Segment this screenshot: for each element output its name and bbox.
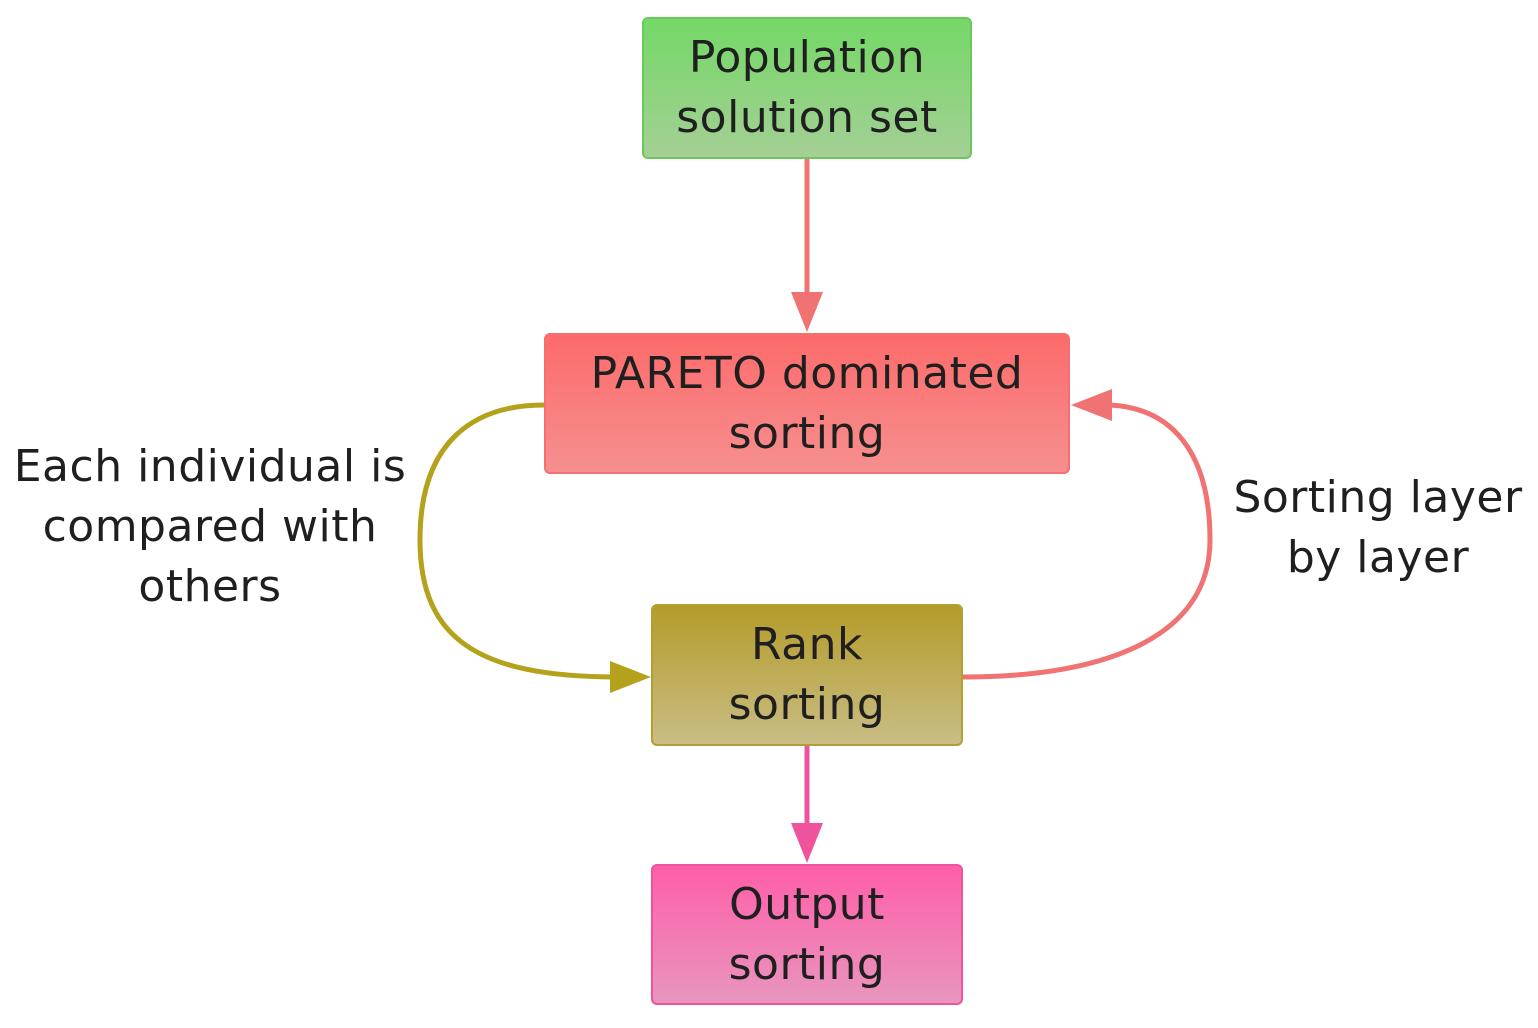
node-pareto-line1: PARETO dominated bbox=[590, 347, 1024, 399]
label-left-line2: compared with bbox=[42, 501, 378, 552]
node-rank-line1: Rank bbox=[751, 619, 863, 670]
node-rank-line2: sorting bbox=[728, 679, 886, 730]
node-output-line2: sorting bbox=[728, 938, 886, 990]
node-population-line1: Population bbox=[688, 32, 926, 83]
arrow-rank-to-pareto-loop bbox=[962, 389, 1213, 680]
label-left-line3: others bbox=[138, 561, 282, 612]
node-output-sorting: Output sorting bbox=[651, 864, 963, 1005]
node-rank-sorting: Rank sorting bbox=[651, 604, 963, 746]
label-sorting-layer-by-layer: Sorting layer by layer bbox=[1228, 468, 1528, 588]
node-pareto-dominated-sorting: PARETO dominated sorting bbox=[544, 333, 1070, 474]
label-each-individual-compared: Each individual is compared with others bbox=[10, 437, 410, 617]
node-pareto-line2: sorting bbox=[728, 407, 886, 459]
node-population-line2: solution set bbox=[676, 92, 938, 143]
node-output-line1: Output bbox=[729, 878, 885, 930]
label-right-line2: by layer bbox=[1286, 532, 1470, 583]
label-left-line1: Each individual is bbox=[13, 441, 407, 492]
arrow-rank-to-output bbox=[791, 746, 823, 863]
arrow-pareto-to-rank-loop bbox=[417, 402, 651, 693]
label-right-line1: Sorting layer bbox=[1233, 472, 1523, 523]
arrow-population-to-pareto bbox=[791, 159, 823, 332]
node-population-solution-set: Population solution set bbox=[642, 17, 972, 159]
